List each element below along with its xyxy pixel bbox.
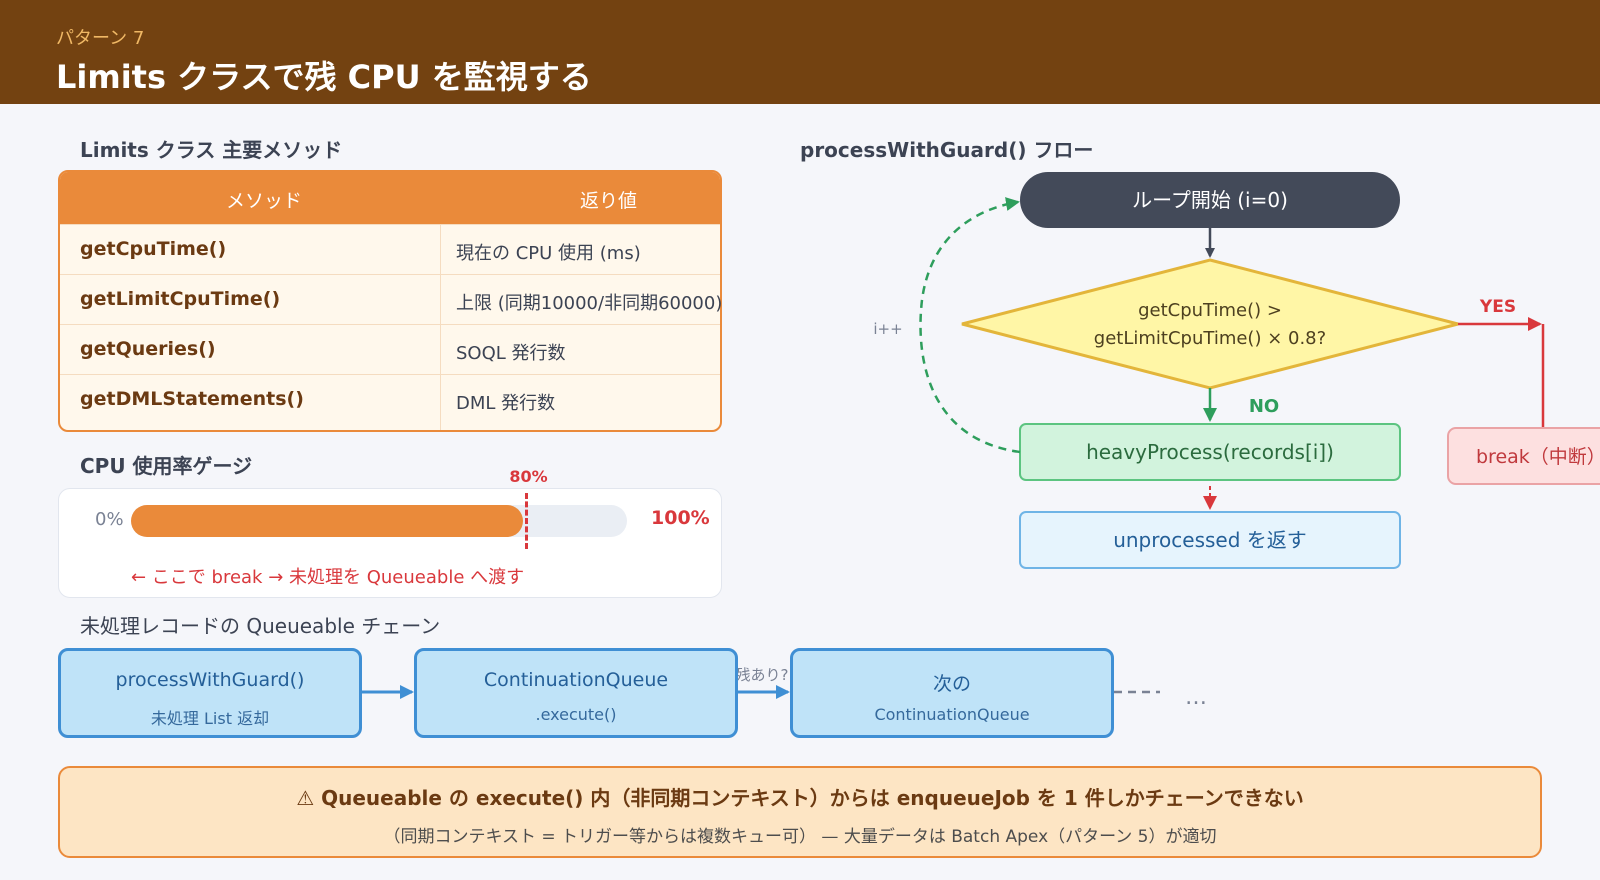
chain-box-subtitle: 未処理 List 返却 [150,709,270,728]
cpu-gauge: 0% 80% 100% ← ここで break → 未処理を Queueable… [58,467,722,598]
method-name: getCpuTime() [80,238,227,260]
column-header-returns: 返り値 [580,190,638,212]
method-return: SOQL 発行数 [456,343,566,364]
return-node [1019,511,1401,569]
chain-box-title: ContinuationQueue [483,669,669,691]
table-row: getDMLStatements() DML 発行数 [60,374,720,424]
gauge-track: 80% [131,467,627,549]
threshold-marker [525,493,529,549]
method-return: 上限 (同期10000/非同期60000) [456,293,723,314]
methods-section-title: Limits クラス 主要メソッド [80,138,343,162]
threshold-label: 80% [509,467,548,486]
method-name: getLimitCpuTime() [80,288,281,310]
method-return: 現在の CPU 使用 (ms) [456,243,641,264]
loop-back-arrow [919,197,1021,454]
warning-line2: （同期コンテキスト = トリガー等からは複数キュー可） — 大量データは Bat… [383,827,1217,847]
gauge-section-title: CPU 使用率ゲージ [80,454,253,478]
method-name: getQueries() [80,338,216,360]
decision-line2: getLimitCpuTime() × 0.8? [1094,328,1326,349]
cpu-check-decision [961,258,1459,390]
chain-box-title: 次の [932,673,971,695]
warning-callout: ⚠ Queueable の execute() 内（非同期コンテキスト）からは … [58,766,1542,858]
table-row: getQueries() SOQL 発行数 [60,324,720,374]
method-return: DML 発行数 [456,393,556,414]
return-label: unprocessed を返す [1113,528,1307,552]
chain-section-title: 未処理レコードの Queueable チェーン [80,614,441,638]
loop-start-node [1020,172,1400,228]
chain-arrow-label: 残あり? [736,666,789,684]
chain-box-subtitle: .execute() [535,705,617,724]
chain-box-next-continuation-queue: 次の ContinuationQueue [790,648,1114,738]
chain-box-process-with-guard: processWithGuard() 未処理 List 返却 [58,648,362,738]
table-header: メソッド 返り値 [60,172,720,224]
chain-box-subtitle: ContinuationQueue [874,705,1030,724]
pattern-number: パターン 7 [56,28,145,49]
loop-start-label: ループ開始 (i=0) [1132,188,1288,212]
page-title: Limits クラスで残 CPU を監視する [56,58,592,96]
warning-line1: ⚠ Queueable の execute() 内（非同期コンテキスト）からは … [60,782,1540,811]
yes-label: YES [1479,297,1516,317]
flow-section-title: processWithGuard() フロー [800,138,1094,162]
gauge-start-label: 0% [95,509,124,530]
column-header-method: メソッド [226,190,303,212]
column-divider [440,224,441,430]
warning-line1-text: Queueable の execute() 内（非同期コンテキスト）からは en… [321,786,1304,810]
page-header: パターン 7 Limits クラスで残 CPU を監視する [0,0,1600,104]
gauge-note: ← ここで break → 未処理を Queueable へ渡す [131,567,525,588]
flow-diagram: ループ開始 (i=0) getCpuTime() > getLimitCpuTi… [360,172,1600,710]
table-row: getCpuTime() 現在の CPU 使用 (ms) [60,224,720,274]
methods-table: メソッド 返り値 getCpuTime() 現在の CPU 使用 (ms) ge… [58,170,722,432]
chain-box-title: processWithGuard() [115,669,305,691]
heavy-process-label: heavyProcess(records[i]) [1086,440,1334,464]
break-node [1447,427,1600,485]
table-row: getLimitCpuTime() 上限 (同期10000/非同期60000) [60,274,723,324]
no-label: NO [1249,396,1279,417]
break-label: break（中断） [1476,446,1600,468]
chain-ellipsis: … [1185,685,1207,710]
chain-box-continuation-queue: ContinuationQueue .execute() [414,648,738,738]
warning-icon: ⚠ [296,786,322,810]
loop-increment-label: i++ [873,320,902,338]
decision-line1: getCpuTime() > [1138,300,1282,321]
gauge-fill [131,505,523,537]
method-name: getDMLStatements() [80,388,304,410]
gauge-end-label: 100% [651,507,710,529]
